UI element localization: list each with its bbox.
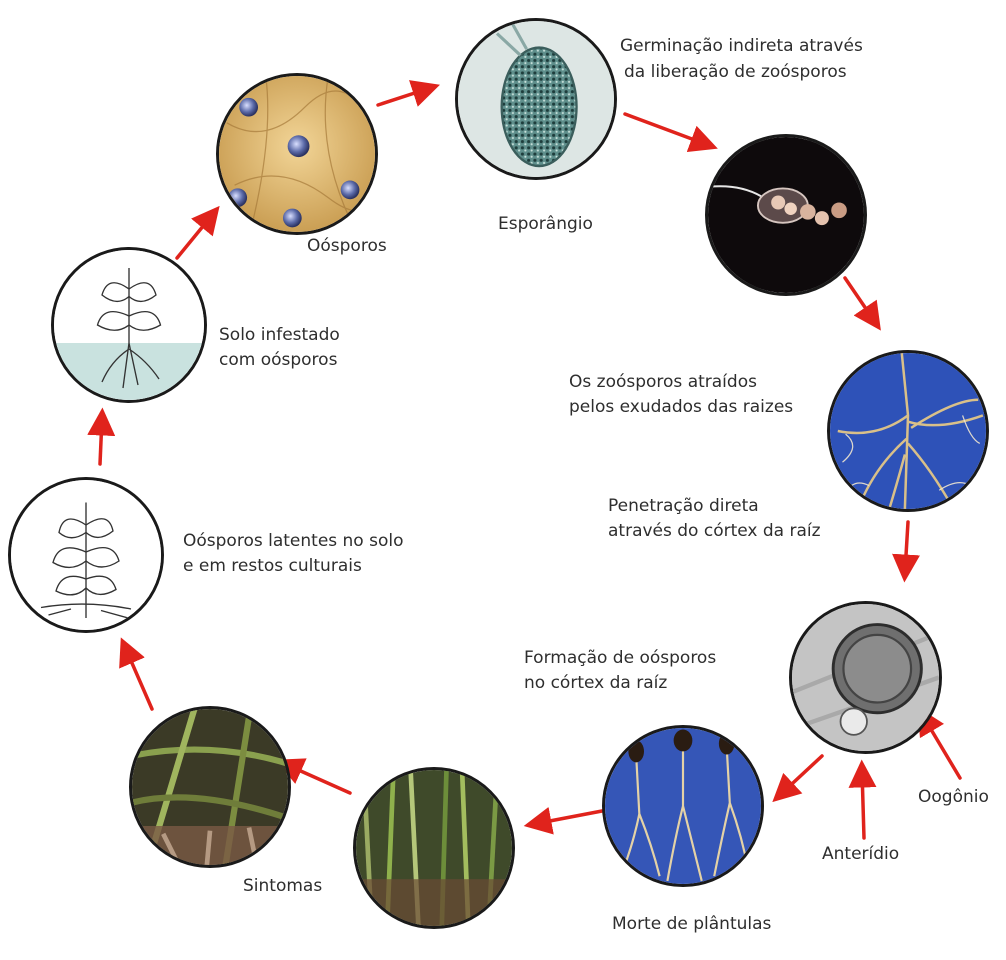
- arrow-morte-to-sintomas-field: [534, 811, 602, 824]
- direct-penetration-label-line-1: Penetração direta: [608, 493, 759, 519]
- oospore-formation-label-line-2: no córtex da raíz: [524, 670, 667, 696]
- sporangium-label: Esporângio: [498, 211, 593, 237]
- arrow-esporangio-to-zoosporos: [625, 114, 708, 145]
- arrow-sintomas-to-latentes: [125, 647, 152, 709]
- symptoms-label: Sintomas: [243, 873, 322, 899]
- direct-penetration-label-line-2: através do córtex da raíz: [608, 518, 821, 544]
- roots-photo: [827, 350, 989, 512]
- sporangium-micrograph: [455, 18, 617, 180]
- oospore-formation-label-line-1: Formação de oósporos: [524, 645, 716, 671]
- zoospore-release-micrograph: [705, 134, 867, 296]
- indirect-germination-label-line-1: Germinação indireta através: [620, 33, 863, 59]
- indirect-germination-label-line-2: da liberação de zoósporos: [624, 59, 847, 85]
- arrow-roots-to-oogonio-cell: [905, 522, 908, 572]
- arrow-solo-to-oosporos: [177, 214, 213, 258]
- oogonium-label: Oogônio: [918, 784, 989, 810]
- arrow-oogonio-pointer: [923, 716, 960, 778]
- infested-soil-plant-drawing: [51, 247, 207, 403]
- arrow-anteridio-pointer: [862, 770, 864, 838]
- arrow-oosporos-to-esporangio: [378, 88, 430, 105]
- arrow-zoosporos-to-roots: [845, 278, 875, 322]
- zoospores-attracted-label-line-1: Os zoósporos atraídos: [569, 369, 757, 395]
- infested-soil-label-line-1: Solo infestado: [219, 322, 340, 348]
- symptoms-photo: [129, 706, 291, 868]
- oogonium-micrograph: [789, 601, 942, 754]
- zoospores-attracted-label-line-2: pelos exudados das raizes: [569, 394, 793, 420]
- field-stems-photo: [353, 767, 515, 929]
- antheridium-label: Anterídio: [822, 841, 899, 867]
- latent-oospores-label-line-1: Oósporos latentes no solo: [183, 528, 404, 554]
- latent-oospores-label-line-2: e em restos culturais: [183, 553, 362, 579]
- oospores-label: Oósporos: [307, 233, 387, 259]
- arrow-latentes-to-solo: [100, 418, 102, 464]
- seedling-death-label: Morte de plântulas: [612, 911, 771, 937]
- arrow-cell-to-morte: [780, 756, 822, 795]
- dead-seedlings-photo: [602, 725, 764, 887]
- infested-soil-label-line-2: com oósporos: [219, 347, 337, 373]
- arrow-field-to-sintomas: [285, 764, 350, 793]
- oospores-micrograph: [216, 73, 378, 235]
- latent-plant-drawing: [8, 477, 164, 633]
